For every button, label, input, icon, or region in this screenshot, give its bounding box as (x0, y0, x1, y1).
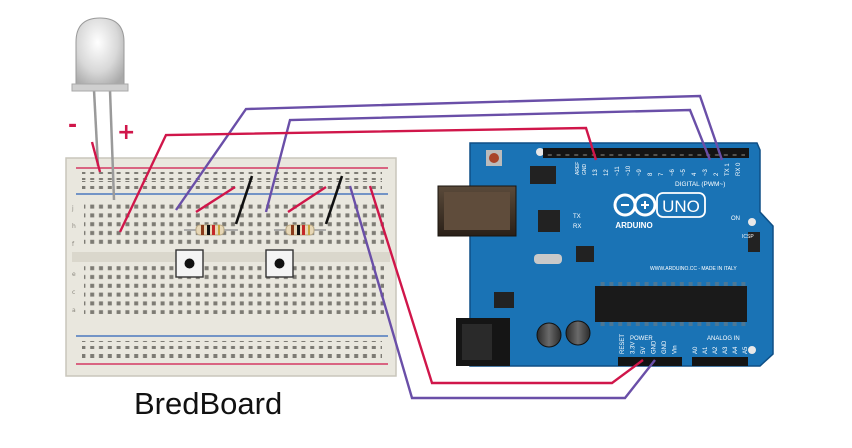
pin-label: 12 (604, 169, 610, 176)
led (71, 17, 129, 201)
pin-label: TX 1 (725, 163, 731, 176)
pin-label: ~9 (637, 168, 643, 176)
pin-label: Vin (673, 345, 679, 354)
pin-label: A2 (713, 346, 719, 354)
pin-label: ~5 (681, 168, 687, 176)
analog-pin-labels: A0 A1 A2 A3 A4 A5 (693, 346, 749, 354)
pin-label: ~11 (615, 166, 621, 176)
arduino-uno-board (437, 142, 774, 367)
website-text: WWW.ARDUINO.CC - MADE IN ITALY (650, 266, 737, 272)
led-plus-label: + (117, 120, 136, 145)
pin-label: A1 (703, 346, 709, 354)
purple-wires (175, 94, 724, 400)
led-minus-label: - (68, 113, 78, 138)
svg-text:j: j (71, 205, 74, 212)
pin-label: 5V (641, 347, 647, 354)
pin-label: RESET (620, 334, 626, 354)
rx-label: RX (573, 224, 581, 230)
pin-label: GND (662, 340, 668, 354)
red-wires (90, 126, 644, 385)
pin-label: 3.3V (631, 342, 637, 354)
pin-label: RX 0 (736, 162, 742, 176)
arduino-model-text: UNO (662, 197, 700, 216)
black-jumpers (234, 175, 344, 225)
on-led-label: ON (731, 216, 740, 222)
tx-label: TX (573, 214, 581, 220)
icsp-label: ICSP (742, 234, 754, 240)
pin-label: A0 (693, 346, 699, 354)
breadboard-caption: BredBoard (134, 386, 283, 421)
resistor-2 (274, 224, 326, 236)
svg-text:c: c (72, 289, 75, 296)
analog-header-label: ANALOG IN (707, 336, 740, 342)
svg-text:a: a (72, 307, 76, 314)
pushbutton-1 (175, 249, 204, 278)
pin-label: ~10 (626, 165, 632, 176)
svg-text:h: h (72, 223, 76, 230)
pushbutton-2 (265, 249, 294, 278)
pin-label: A3 (723, 346, 729, 354)
svg-text:f: f (72, 241, 75, 248)
pin-label: 13 (593, 169, 599, 176)
power-header-label: POWER (630, 336, 653, 342)
pin-label: 7 (659, 172, 665, 176)
digital-header-label: DIGITAL (PWM~) (675, 181, 725, 188)
digital-pin-labels: 13 12 ~11 ~10 ~9 8 7 ~6 ~5 4 ~3 2 TX 1 RX 0 (593, 162, 742, 176)
pin-label: 8 (648, 172, 654, 176)
breadboard: j h f e c a (65, 157, 397, 377)
power-pin-labels: RESET 3.3V 5V GND GND Vin (620, 334, 679, 354)
pin-label: A5 (743, 346, 749, 354)
resistor-1 (184, 224, 238, 236)
aref-label: AREF (575, 162, 581, 175)
pin-label: A4 (733, 346, 739, 354)
pin-label: 2 (714, 172, 720, 176)
pin-label: 4 (692, 172, 698, 176)
pin-label: GND (652, 340, 658, 354)
arduino-logo-text: ARDUINO (615, 221, 652, 230)
gnd-label: GND (582, 164, 588, 176)
pin-label: ~3 (703, 168, 709, 176)
svg-text:e: e (72, 271, 76, 278)
pin-label: ~6 (670, 168, 676, 176)
